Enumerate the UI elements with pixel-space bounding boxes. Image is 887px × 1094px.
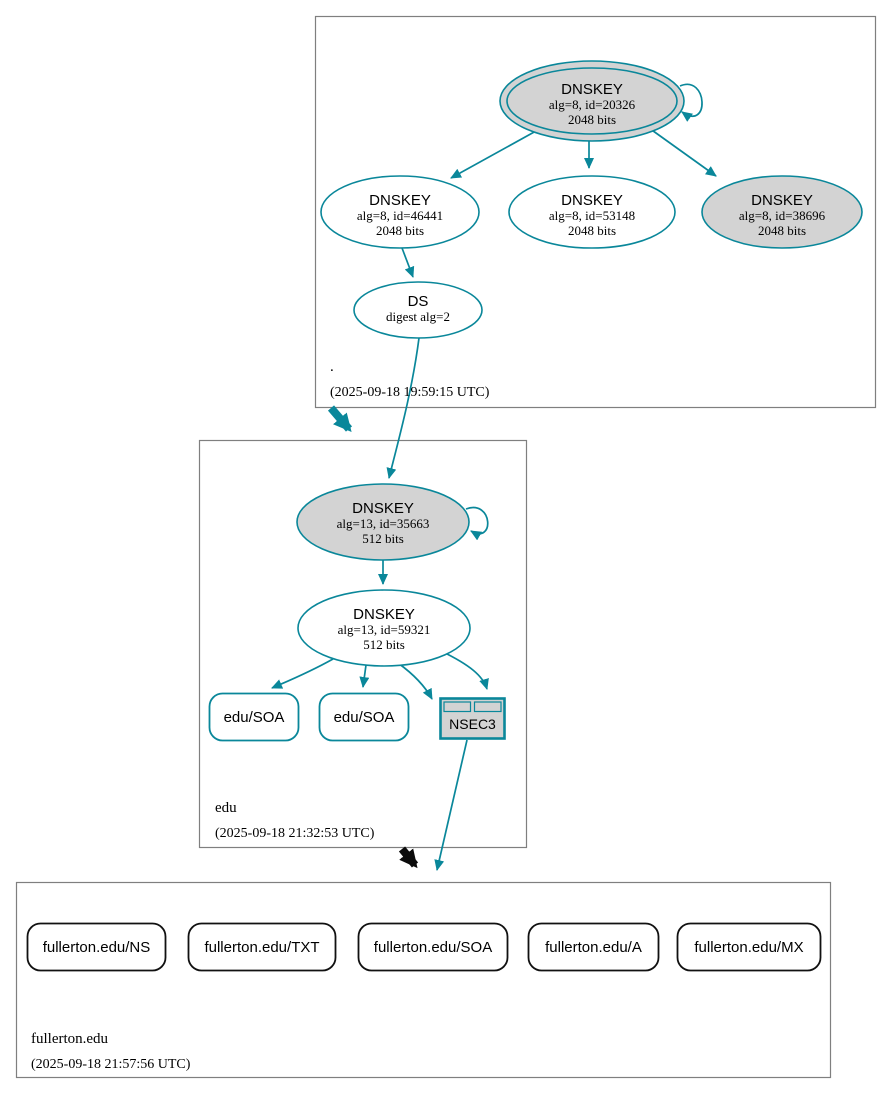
zone-timestamp-root: (2025-09-18 19:59:15 UTC) <box>330 385 490 400</box>
edu-soa-rrset-2[interactable]: edu/SOA <box>318 692 410 742</box>
fullerton-a-rect[interactable] <box>527 922 660 972</box>
self-sign-loop-dnskey-20326 <box>679 83 703 122</box>
dnskey-53148-detail: alg=8, id=53148 <box>549 208 635 223</box>
edu-soa-2-label: edu/SOA <box>334 709 395 726</box>
dnskey-59321-bits: 512 bits <box>363 637 405 652</box>
fullerton-ns-rrset[interactable]: fullerton.edu/NS <box>26 922 167 972</box>
nsec3-node[interactable]: NSEC3 <box>439 697 506 740</box>
edu-soa-1-label: edu/SOA <box>224 709 285 726</box>
dnskey-46441-ellipse[interactable] <box>320 175 480 249</box>
dnskey-35663-detail: alg=13, id=35663 <box>337 516 430 531</box>
dnskey-59321-node[interactable]: DNSKEY alg=13, id=59321 512 bits <box>297 589 471 667</box>
ds-node[interactable]: DS digest alg=2 <box>353 281 483 339</box>
edge-dnskey-20326-to-46441 <box>450 130 537 179</box>
dnskey-38696-ellipse[interactable] <box>701 175 863 249</box>
dnskey-46441-bits: 2048 bits <box>376 223 424 238</box>
nsec3-label: NSEC3 <box>449 716 496 732</box>
zone-timestamp-edu: (2025-09-18 21:32:53 UTC) <box>215 826 375 841</box>
delegation-arrow-root-to-edu <box>327 405 353 433</box>
fullerton-mx-label: fullerton.edu/MX <box>694 939 803 956</box>
dnskey-53148-ellipse[interactable] <box>508 175 676 249</box>
nsec3-cell-left <box>443 701 472 713</box>
fullerton-ns-rect[interactable] <box>26 922 167 972</box>
fullerton-mx-rect[interactable] <box>676 922 822 972</box>
dnskey-46441-node[interactable]: DNSKEY alg=8, id=46441 2048 bits <box>320 175 480 249</box>
dnskey-53148-title: DNSKEY <box>561 192 623 209</box>
edu-soa-1-rect[interactable] <box>208 692 300 742</box>
edge-dnskey-46441-to-ds <box>401 247 415 278</box>
dnskey-53148-node[interactable]: DNSKEY alg=8, id=53148 2048 bits <box>508 175 676 249</box>
edge-dnskey-59321-to-nsec3-top <box>440 650 489 690</box>
dnskey-35663-node[interactable]: DNSKEY alg=13, id=35663 512 bits <box>296 483 470 561</box>
edge-dnskey-59321-to-edu-soa-1 <box>271 658 334 689</box>
zone-label-edu: edu <box>215 800 237 816</box>
dnskey-20326-title: DNSKEY <box>561 81 623 98</box>
edu-soa-rrset-1[interactable]: edu/SOA <box>208 692 300 742</box>
edu-soa-2-rect[interactable] <box>318 692 410 742</box>
fullerton-txt-rect[interactable] <box>187 922 337 972</box>
fullerton-a-rrset[interactable]: fullerton.edu/A <box>527 922 660 972</box>
dnskey-59321-detail: alg=13, id=59321 <box>338 622 431 637</box>
fullerton-a-label: fullerton.edu/A <box>545 939 642 956</box>
dnskey-35663-ellipse[interactable] <box>296 483 470 561</box>
dnskey-20326-bits: 2048 bits <box>568 112 616 127</box>
dnskey-59321-title: DNSKEY <box>353 606 415 623</box>
fullerton-soa-rect[interactable] <box>357 922 509 972</box>
dnskey-46441-title: DNSKEY <box>369 192 431 209</box>
zone-timestamp-fullerton: (2025-09-18 21:57:56 UTC) <box>31 1057 191 1072</box>
zone-box-fullerton <box>15 881 832 1079</box>
edge-dnskey-20326-to-38696 <box>648 127 717 177</box>
zone-label-fullerton: fullerton.edu <box>31 1031 109 1047</box>
ds-title: DS <box>408 293 429 310</box>
dnskey-38696-node[interactable]: DNSKEY alg=8, id=38696 2048 bits <box>701 175 863 249</box>
fullerton-soa-rrset[interactable]: fullerton.edu/SOA <box>357 922 509 972</box>
fullerton-ns-label: fullerton.edu/NS <box>43 939 151 956</box>
edge-nsec3-to-fullerton-zone <box>434 739 468 871</box>
dnskey-38696-detail: alg=8, id=38696 <box>739 208 826 223</box>
edge-dnskey-59321-to-nsec3-left <box>397 662 433 700</box>
edge-dnskey-59321-to-edu-soa-2 <box>359 664 370 688</box>
zone-label-root: . <box>330 359 334 375</box>
dnskey-35663-bits: 512 bits <box>362 531 404 546</box>
dnskey-59321-ellipse[interactable] <box>297 589 471 667</box>
dnskey-35663-title: DNSKEY <box>352 500 414 517</box>
dnskey-20326-detail: alg=8, id=20326 <box>549 97 636 112</box>
dnskey-38696-bits: 2048 bits <box>758 223 806 238</box>
edge-ds-to-edu-dnskey-35663 <box>386 337 420 479</box>
ds-ellipse[interactable] <box>353 281 483 339</box>
fullerton-soa-label: fullerton.edu/SOA <box>374 939 492 956</box>
fullerton-txt-label: fullerton.edu/TXT <box>204 939 319 956</box>
delegation-arrow-edu-to-fullerton <box>398 846 419 869</box>
dnskey-20326-inner-ellipse <box>506 67 678 135</box>
fullerton-txt-rrset[interactable]: fullerton.edu/TXT <box>187 922 337 972</box>
fullerton-mx-rrset[interactable]: fullerton.edu/MX <box>676 922 822 972</box>
dnskey-46441-detail: alg=8, id=46441 <box>357 208 443 223</box>
dnskey-38696-title: DNSKEY <box>751 192 813 209</box>
nsec3-cell-right <box>473 701 502 713</box>
self-sign-loop-dnskey-35663 <box>465 506 489 541</box>
dnskey-20326-node[interactable]: DNSKEY alg=8, id=20326 2048 bits <box>499 60 685 142</box>
ds-detail: digest alg=2 <box>386 309 450 324</box>
dnskey-53148-bits: 2048 bits <box>568 223 616 238</box>
